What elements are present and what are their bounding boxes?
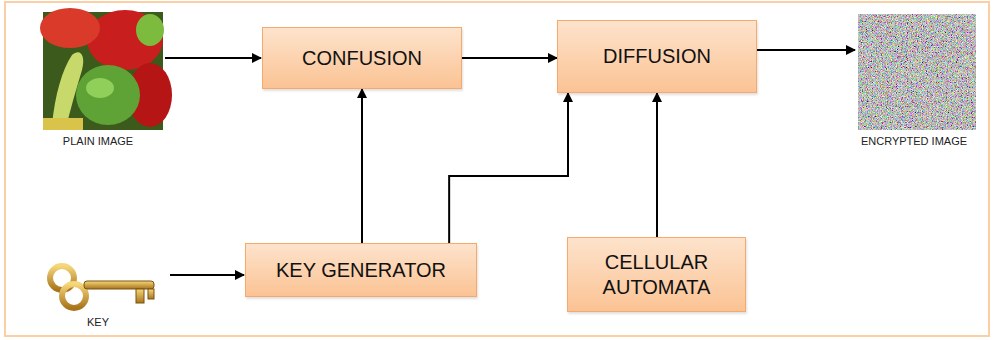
- box-label: DIFFUSION: [603, 44, 711, 69]
- process-box: CELLULAR AUTOMATA: [567, 237, 746, 312]
- process-box: KEY GENERATOR: [245, 243, 477, 297]
- box-label: CELLULAR AUTOMATA: [576, 250, 737, 300]
- process-box: DIFFUSION: [557, 20, 757, 93]
- encrypted-image: [858, 14, 976, 130]
- flow-arrow: [462, 57, 557, 59]
- flow-arrow: [449, 93, 568, 243]
- outer-frame: [5, 2, 989, 336]
- image-caption: PLAIN IMAGE: [63, 135, 133, 147]
- flow-arrow: [361, 89, 363, 243]
- image-caption: KEY: [87, 316, 109, 328]
- output-arrow: [757, 49, 855, 51]
- key-arrow: [170, 274, 244, 276]
- image-caption: ENCRYPTED IMAGE: [861, 135, 967, 147]
- plain-image: [40, 8, 172, 130]
- flow-arrow: [656, 93, 658, 237]
- input-arrow: [165, 57, 261, 59]
- process-box: CONFUSION: [262, 27, 462, 89]
- key-icon: [50, 266, 154, 308]
- box-label: KEY GENERATOR: [276, 258, 446, 283]
- box-label: CONFUSION: [302, 46, 422, 71]
